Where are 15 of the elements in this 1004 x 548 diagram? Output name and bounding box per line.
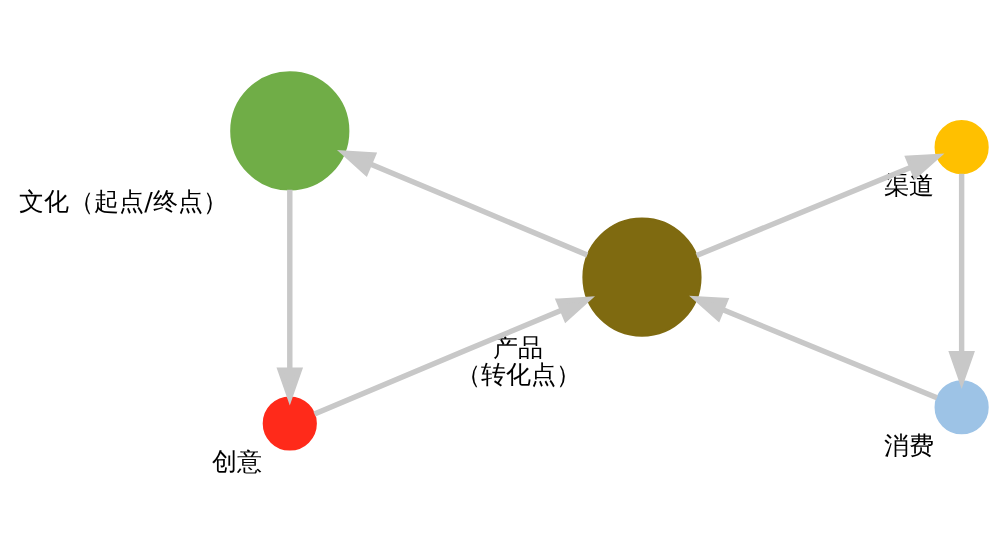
node-circle bbox=[262, 395, 317, 451]
arrow bbox=[695, 152, 945, 258]
node-label: （转化点） bbox=[455, 359, 581, 389]
node-circle bbox=[582, 217, 702, 337]
arrow bbox=[336, 149, 589, 258]
arrow bbox=[313, 295, 595, 416]
arrow bbox=[689, 295, 938, 400]
node-label: 创意 bbox=[212, 446, 263, 476]
node-circle bbox=[230, 70, 350, 191]
arrow bbox=[948, 173, 975, 389]
node-circle bbox=[934, 379, 989, 434]
arrow bbox=[276, 189, 304, 405]
node-circle bbox=[934, 119, 989, 174]
node-label: 文化（起点/终点） bbox=[19, 186, 228, 216]
node-label: 消费 bbox=[884, 430, 935, 460]
